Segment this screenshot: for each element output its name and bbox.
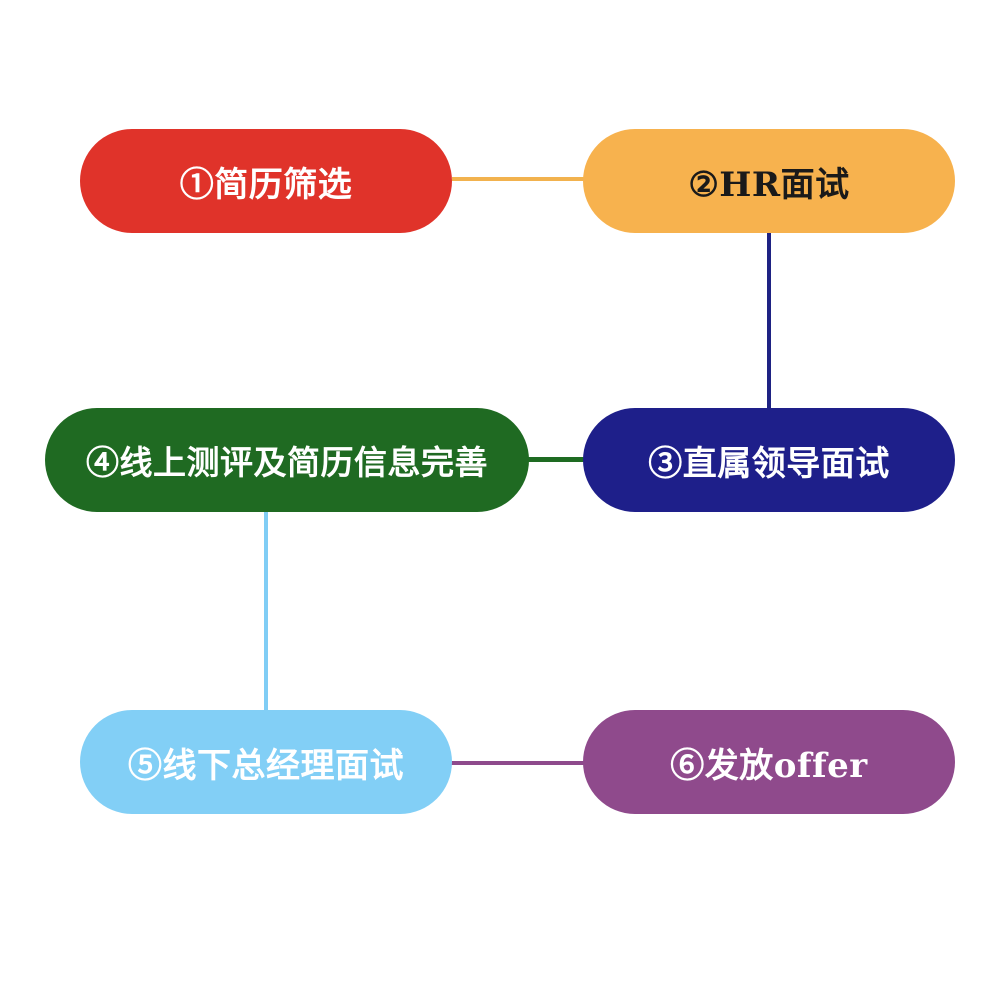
step-label: ①简历筛选 — [179, 164, 353, 205]
step-gm-interview: ⑤线下总经理面试 — [80, 710, 452, 814]
connector-step1-step2 — [452, 177, 584, 181]
step-online-assessment: ④线上测评及简历信息完善 — [45, 408, 529, 512]
step-resume-screening: ①简历筛选 — [80, 129, 452, 233]
step-manager-interview: ③直属领导面试 — [583, 408, 955, 512]
step-label: ⑥发放offer — [670, 745, 868, 786]
step-label: ④线上测评及简历信息完善 — [86, 443, 488, 482]
step-label: ⑤线下总经理面试 — [128, 745, 404, 786]
step-label: ③直属领导面试 — [648, 443, 890, 484]
connector-step3-step4 — [528, 457, 584, 462]
step-label: ②HR面试 — [688, 164, 850, 205]
connector-step2-step3 — [767, 232, 771, 410]
connector-step4-step5 — [264, 512, 268, 712]
connector-step5-step6 — [450, 761, 584, 765]
step-offer: ⑥发放offer — [583, 710, 955, 814]
step-hr-interview: ②HR面试 — [583, 129, 955, 233]
